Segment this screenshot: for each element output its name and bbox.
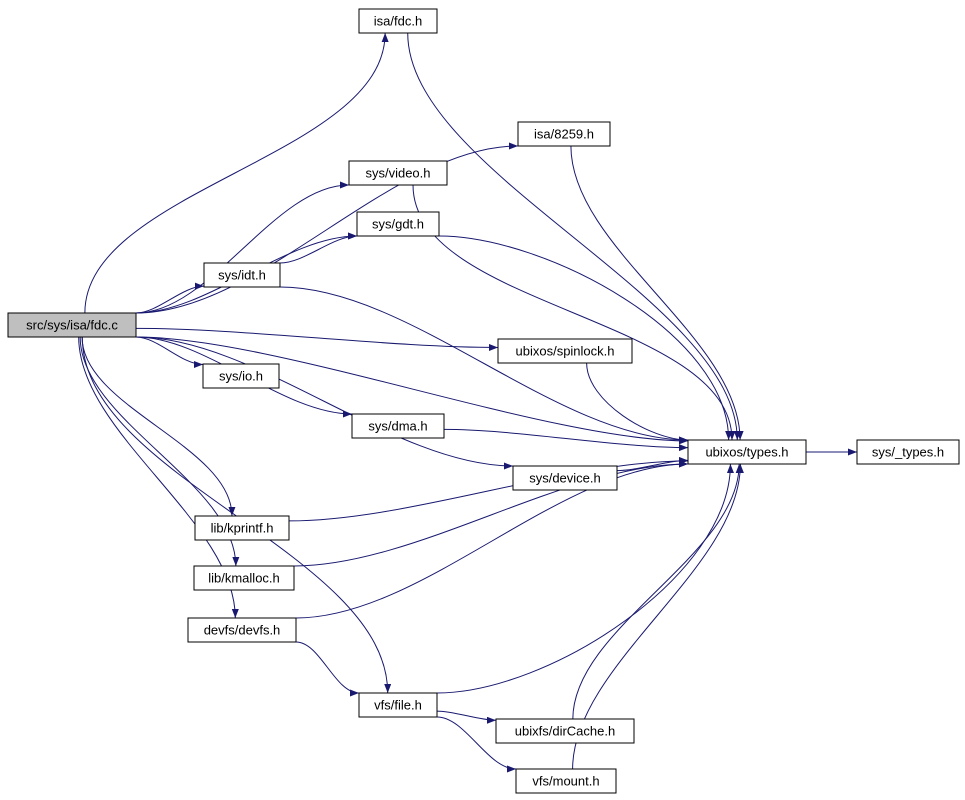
node-label: sys/_types.h xyxy=(872,445,944,460)
node-box[interactable] xyxy=(358,692,438,718)
node-label: src/sys/isa/fdc.c xyxy=(26,318,118,333)
graph-edge-sys_idt_h--ubixos_types_h xyxy=(279,286,689,444)
graph-edge-vfs_file_h--ubixos_types_h xyxy=(436,463,734,694)
graph-node-vfs_mount_h[interactable]: vfs/mount.h xyxy=(515,768,617,794)
node-box[interactable] xyxy=(351,413,445,439)
graph-edge-fdc_c--sys_video_h xyxy=(135,181,350,314)
edge-layer xyxy=(78,32,857,773)
graph-node-devfs_devfs_h[interactable]: devfs/devfs.h xyxy=(187,617,297,643)
graph-node-lib_kprintf_h[interactable]: lib/kprintf.h xyxy=(194,515,290,541)
graph-node-sys_dma_h[interactable]: sys/dma.h xyxy=(351,413,445,439)
graph-edge-fdc_c--isa_8259_h xyxy=(135,142,519,314)
graph-edge-devfs_devfs_h--ubixos_types_h xyxy=(295,460,689,619)
node-label: isa/8259.h xyxy=(534,127,594,142)
node-box[interactable] xyxy=(187,617,297,643)
node-box[interactable] xyxy=(194,515,290,541)
graph-edge-sys_gdt_h--ubixos_types_h xyxy=(438,235,733,441)
graph-edge-ubixos_spinlock_h--ubixos_types_h xyxy=(586,362,689,444)
graph-node-isa_8259_h[interactable]: isa/8259.h xyxy=(517,121,611,147)
graph-node-sys_io_h[interactable]: sys/io.h xyxy=(202,363,280,389)
node-box[interactable] xyxy=(348,160,448,186)
node-label: ubixos/spinlock.h xyxy=(516,344,615,359)
node-box[interactable] xyxy=(356,211,440,237)
node-box[interactable] xyxy=(856,439,960,465)
node-box[interactable] xyxy=(203,262,281,288)
graph-edge-fdc_c--sys_idt_h xyxy=(135,282,205,314)
main-node-box xyxy=(7,312,137,338)
node-label: ubixos/types.h xyxy=(705,445,788,460)
node-label: vfs/mount.h xyxy=(532,774,599,789)
graph-edge-vfs_file_h--vfs_mount_h xyxy=(436,716,517,773)
node-box[interactable] xyxy=(687,439,807,465)
node-box[interactable] xyxy=(495,718,635,744)
graph-node-sys_gdt_h[interactable]: sys/gdt.h xyxy=(356,211,440,237)
node-box[interactable] xyxy=(202,363,280,389)
node-label: sys/idt.h xyxy=(218,268,266,283)
node-label: sys/gdt.h xyxy=(372,217,424,232)
graph-edge-fdc_c--sys_device_h xyxy=(135,336,514,470)
graph-edge-fdc_c--isa_fdc_h xyxy=(84,32,389,314)
node-box[interactable] xyxy=(497,338,633,364)
node-label: devfs/devfs.h xyxy=(204,623,281,638)
node-label: isa/fdc.h xyxy=(374,14,422,29)
graph-edge-lib_kprintf_h--ubixos_types_h xyxy=(288,457,689,522)
node-box[interactable] xyxy=(193,565,295,591)
node-label: lib/kprintf.h xyxy=(211,521,274,536)
graph-edge-vfs_file_h--ubixfs_dirCache_h xyxy=(436,710,497,724)
graph-node-ubixos_spinlock_h[interactable]: ubixos/spinlock.h xyxy=(497,338,633,364)
node-box[interactable] xyxy=(515,768,617,794)
graph-edge-fdc_c--lib_kprintf_h xyxy=(81,336,236,517)
graph-edge-devfs_devfs_h--vfs_file_h xyxy=(295,641,360,697)
node-label: lib/kmalloc.h xyxy=(208,571,280,586)
node-label: sys/dma.h xyxy=(368,419,427,434)
node-label: vfs/file.h xyxy=(374,698,422,713)
graph-edge-sys_dma_h--ubixos_types_h xyxy=(443,428,689,452)
graph-node-sys_idt_h[interactable]: sys/idt.h xyxy=(203,262,281,288)
graph-edge-lib_kmalloc_h--ubixos_types_h xyxy=(293,460,689,567)
graph-node-vfs_file_h[interactable]: vfs/file.h xyxy=(358,692,438,718)
graph-edge-ubixfs_dirCache_h--ubixos_types_h xyxy=(572,463,743,720)
graph-node-lib_kmalloc_h[interactable]: lib/kmalloc.h xyxy=(193,565,295,591)
graph-edge-fdc_c--ubixos_types_h xyxy=(135,336,689,445)
node-box[interactable] xyxy=(358,8,438,34)
node-box[interactable] xyxy=(517,121,611,147)
graph-edge-isa_fdc_h--ubixos_types_h xyxy=(407,32,741,441)
node-label: sys/device.h xyxy=(529,471,601,486)
node-label: sys/io.h xyxy=(219,369,263,384)
graph-edge-fdc_c--vfs_file_h xyxy=(81,336,392,694)
graph-edge-sys_idt_h--sys_gdt_h xyxy=(279,232,358,264)
graph-node-sys_video_h[interactable]: sys/video.h xyxy=(348,160,448,186)
graph-node-ubixfs_dirCache_h[interactable]: ubixfs/dirCache.h xyxy=(495,718,635,744)
node-box[interactable] xyxy=(512,465,618,491)
graph-node-isa_fdc_h[interactable]: isa/fdc.h xyxy=(358,8,438,34)
graph-edge-sys_video_h--ubixos_types_h xyxy=(412,184,736,441)
node-layer: src/sys/isa/fdc.c isa/fdc.h isa/8259.h sys/… xyxy=(7,8,960,794)
graph-node-sys__types_h[interactable]: sys/_types.h xyxy=(856,439,960,465)
graph-node-sys_device_h[interactable]: sys/device.h xyxy=(512,465,618,491)
graph-edge-isa_8259_h--ubixos_types_h xyxy=(570,145,744,441)
node-label: ubixfs/dirCache.h xyxy=(515,724,615,739)
graph-node-fdc_c: src/sys/isa/fdc.c xyxy=(7,312,137,338)
graph-edge-fdc_c--sys_io_h xyxy=(135,336,204,369)
graph-node-ubixos_types_h[interactable]: ubixos/types.h xyxy=(687,439,807,465)
node-label: sys/video.h xyxy=(365,166,430,181)
